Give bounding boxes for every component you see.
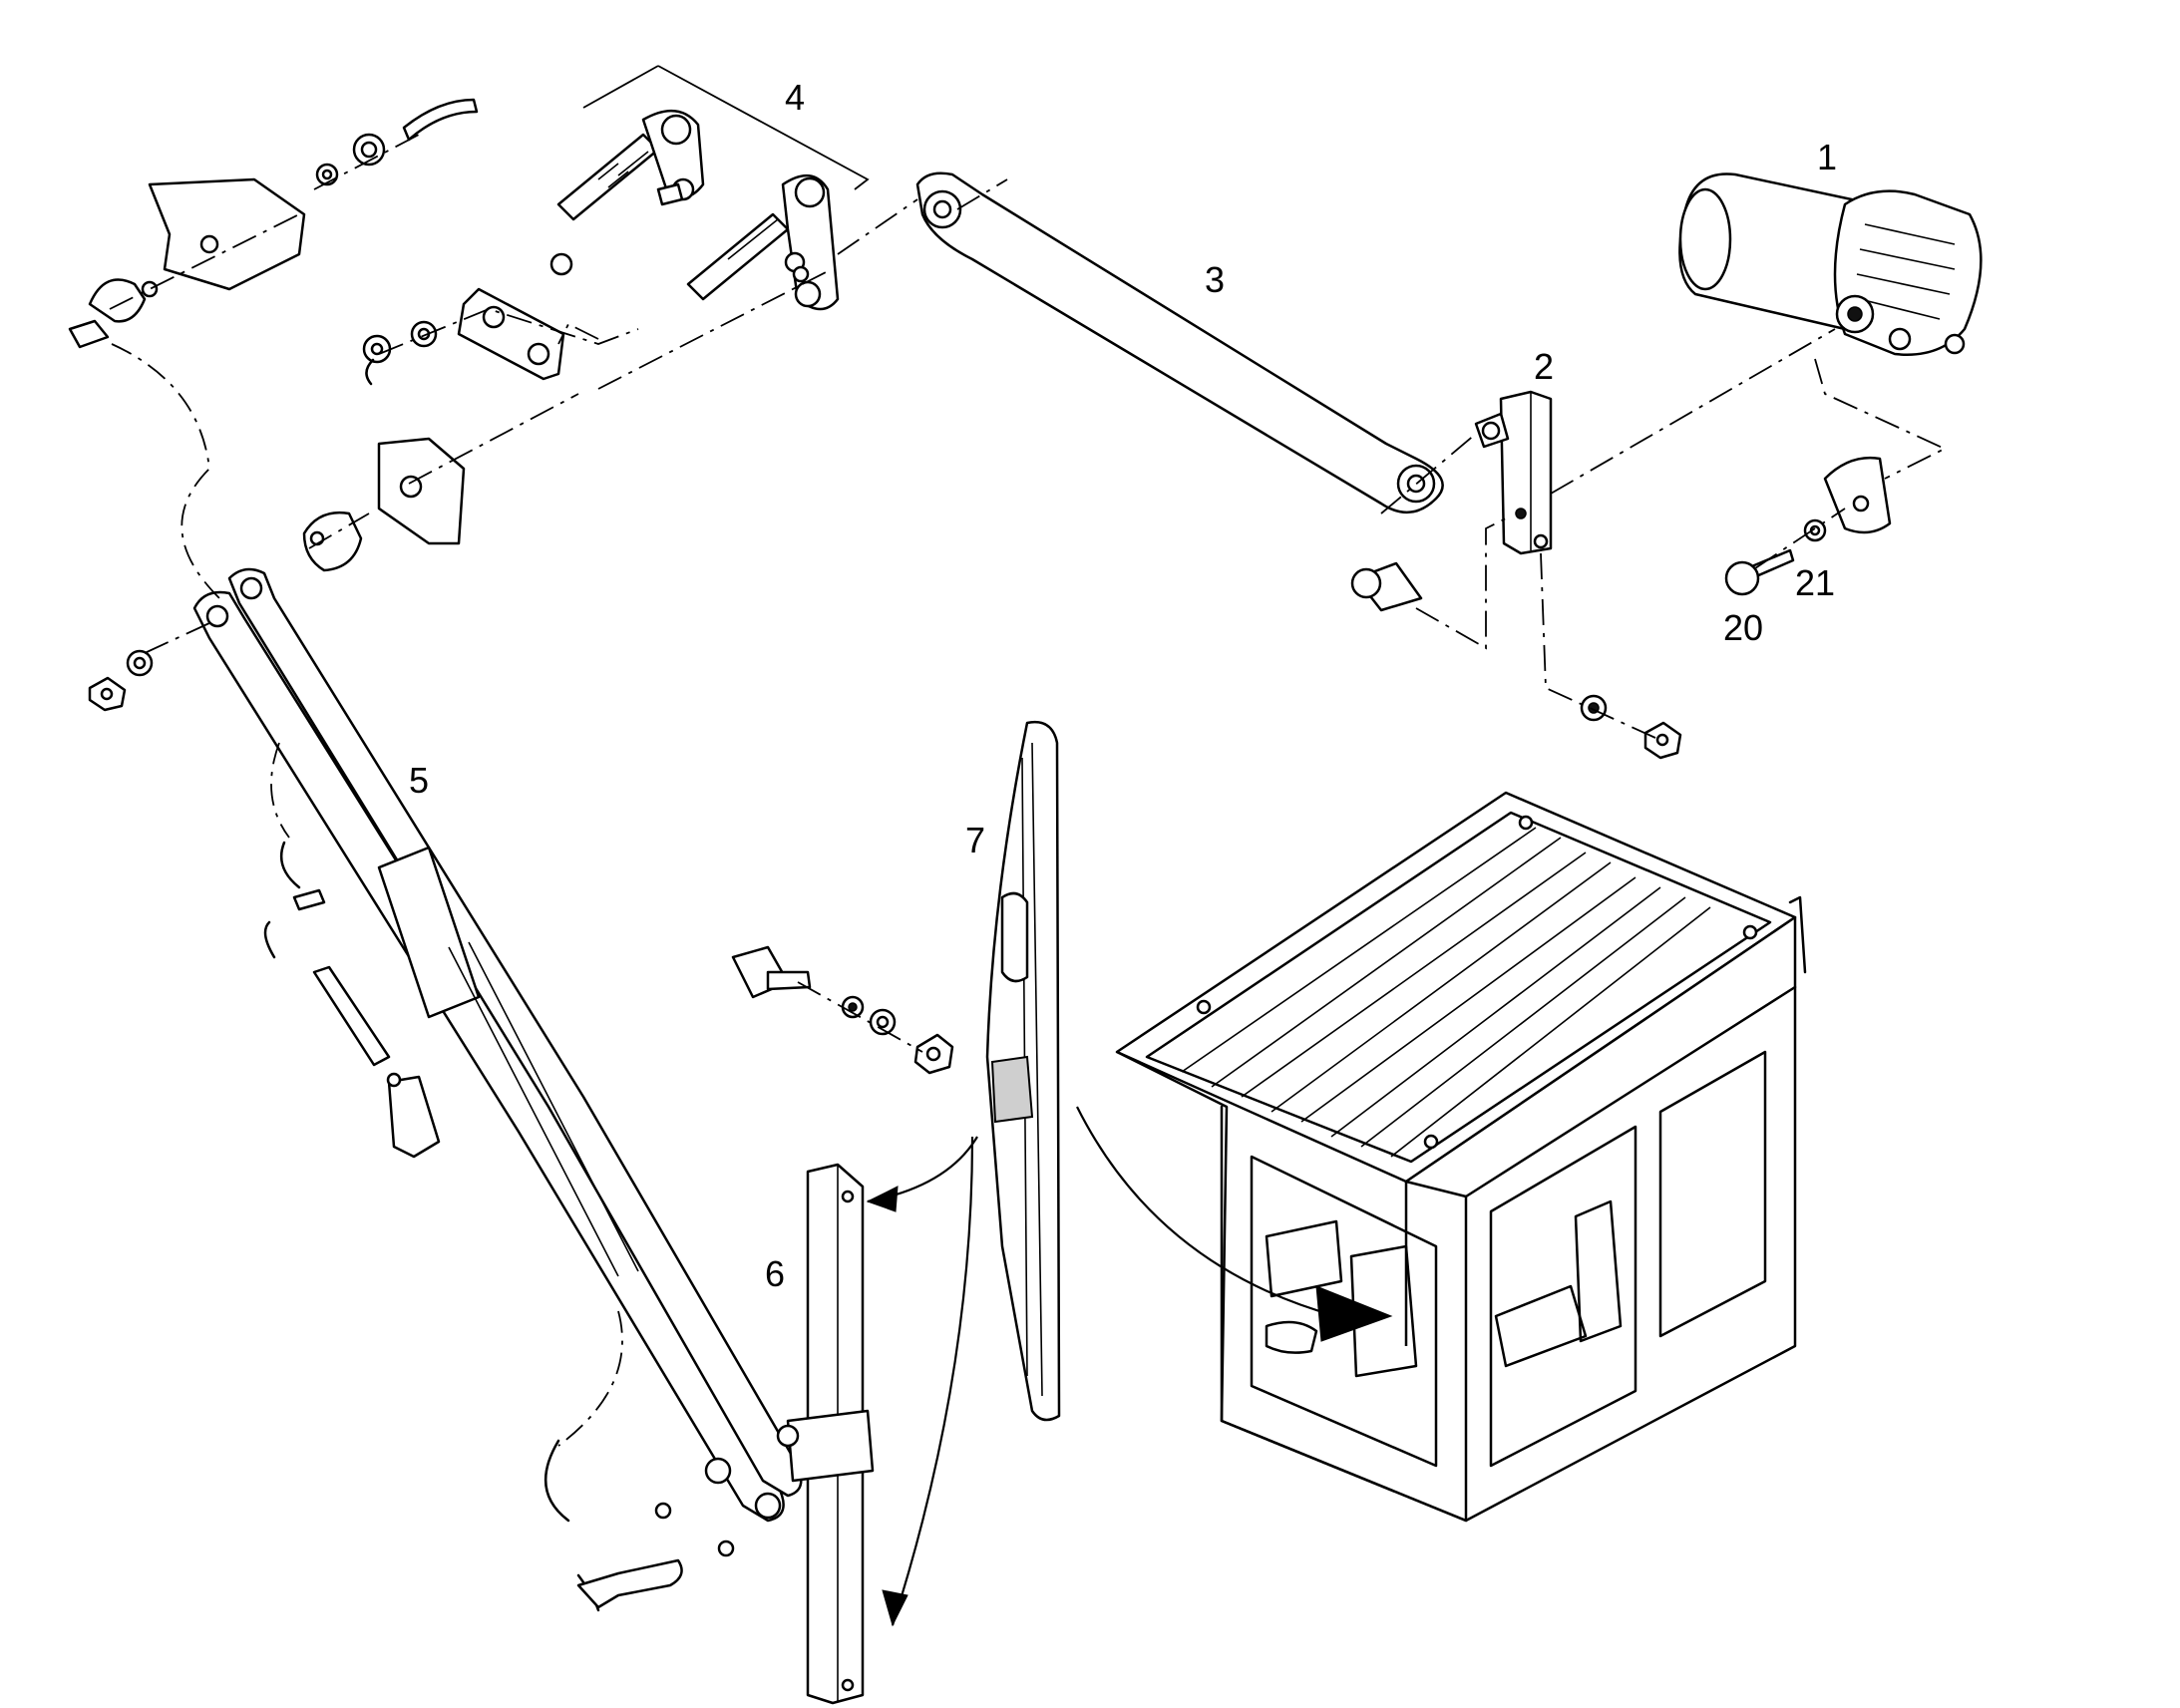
callout-21: 21 <box>1795 562 1835 603</box>
mid-left-mount-parts <box>88 437 466 712</box>
part-3-connecting-link <box>915 171 1444 514</box>
part-2-crank-arm <box>1474 390 1553 555</box>
assembly-leader-lines <box>109 134 1948 1447</box>
part-1-wiper-motor <box>1678 172 1983 356</box>
callout-3: 3 <box>1205 259 1225 300</box>
part-4-pivot-assembly <box>362 65 870 386</box>
callout-4: 4 <box>785 77 805 118</box>
callout-1: 1 <box>1817 137 1837 177</box>
blade-fasteners <box>731 945 954 1075</box>
motor-bracket-and-fasteners <box>1350 456 1892 760</box>
callout-20: 20 <box>1723 607 1763 648</box>
upper-left-mount-parts <box>68 98 479 349</box>
part-7-wiper-blade <box>985 720 1061 1422</box>
part-5-wiper-arm <box>192 567 803 1612</box>
callout-2: 2 <box>1534 346 1554 387</box>
part-callouts: 1 2 3 4 5 6 7 20 21 <box>409 77 1837 1294</box>
callout-6: 6 <box>765 1253 785 1294</box>
installation-arrows <box>866 1106 1393 1627</box>
part-6-mounting-post <box>776 1163 875 1705</box>
callout-7: 7 <box>965 820 985 860</box>
callout-5: 5 <box>409 760 429 801</box>
operator-cab <box>1115 791 1807 1523</box>
